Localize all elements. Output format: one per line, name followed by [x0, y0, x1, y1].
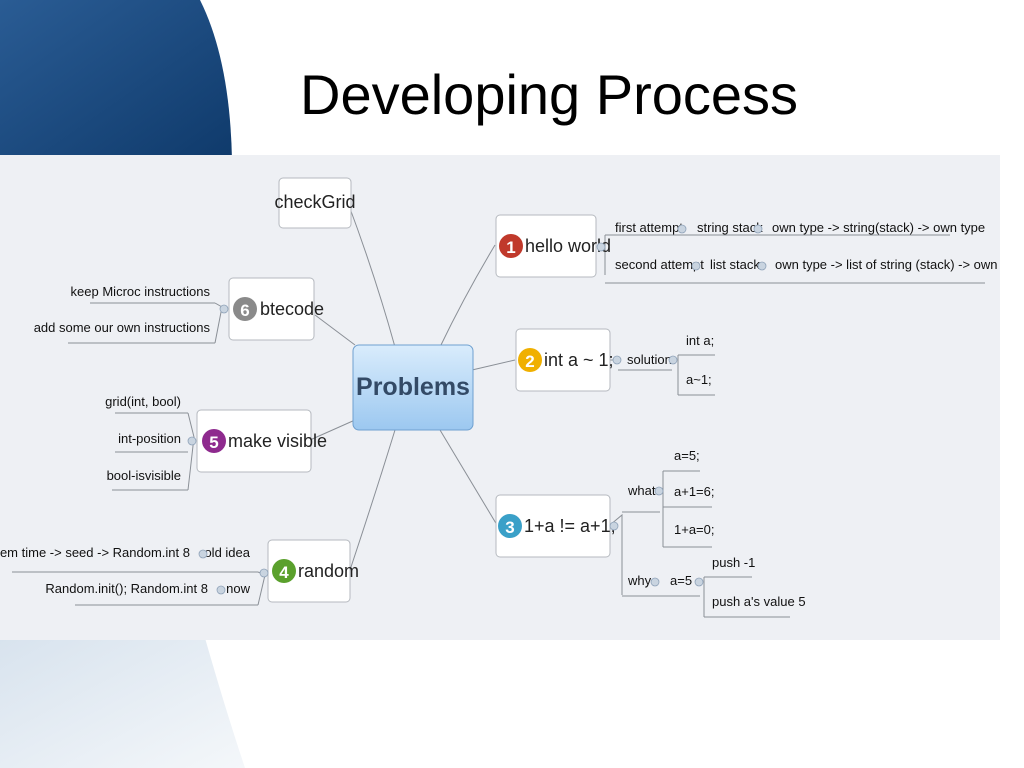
int-a-solution-item-1: int a; — [686, 333, 714, 348]
number-badge-6-label: 6 — [240, 301, 249, 320]
one-plus-a-why-item-2: push a's value 5 — [712, 594, 806, 609]
decorative-sky-shape — [0, 0, 232, 160]
int-a-solution-item-2: a~1; — [686, 372, 712, 387]
slide-title: Developing Process — [300, 63, 799, 126]
topic-btecode-label: btecode — [260, 299, 324, 319]
topic-btecode[interactable]: 6 btecode — [228, 277, 324, 341]
one-plus-a-what-item-3: 1+a=0; — [674, 522, 715, 537]
hello-branch-1-step-1: first attempt — [615, 220, 683, 235]
number-badge-4-label: 4 — [279, 563, 289, 582]
number-badge-2-label: 2 — [525, 352, 534, 371]
hello-branch-2-step-2: list stack — [710, 257, 760, 272]
hello-branch-2-step-3: own type -> list of string (stack) -> ow… — [775, 257, 1000, 272]
topic-random[interactable]: 4 random — [267, 539, 359, 603]
center-node[interactable]: Problems — [352, 344, 474, 431]
number-badge-3 — [498, 514, 522, 538]
number-badge-3-label: 3 — [505, 518, 514, 537]
topic-int-a-label: int a ~ 1; — [544, 350, 614, 370]
hello-branch-1-step-2: string stack — [697, 220, 763, 235]
collapse-markers — [187, 224, 767, 595]
number-badge-4 — [272, 559, 296, 583]
topic-checkgrid-label: checkGrid — [274, 192, 355, 212]
number-badge-1 — [499, 234, 523, 258]
topic-checkgrid[interactable]: checkGrid — [274, 177, 356, 229]
make-visible-child-2: int-position — [118, 431, 181, 446]
one-plus-a-what-item-1: a=5; — [674, 448, 700, 463]
center-node-label: Problems — [356, 373, 470, 401]
number-badge-5-label: 5 — [209, 433, 218, 452]
topic-one-plus-a-label: 1+a != a+1; — [524, 516, 616, 536]
mind-map: Problems checkGrid 6 btecode keep Microc… — [0, 155, 1000, 640]
number-badge-1-label: 1 — [506, 238, 515, 257]
branch-connectors — [12, 234, 985, 618]
make-visible-child-3: bool-isvisible — [107, 468, 181, 483]
make-visible-child-1: grid(int, bool) — [105, 394, 181, 409]
one-plus-a-what-item-2: a+1=6; — [674, 484, 715, 499]
topic-make-visible[interactable]: 5 make visible — [196, 409, 327, 473]
one-plus-a-why-label: why — [627, 573, 652, 588]
hello-branch-2-step-1: second attempt — [615, 257, 704, 272]
topic-random-label: random — [298, 561, 359, 581]
decorative-ice-shape — [0, 638, 245, 768]
number-badge-5 — [202, 429, 226, 453]
topic-int-a[interactable]: 2 int a ~ 1; — [515, 328, 614, 392]
btecode-child-1: keep Microc instructions — [71, 284, 211, 299]
topic-one-plus-a[interactable]: 3 1+a != a+1; — [495, 494, 616, 558]
one-plus-a-why-value: a=5 — [670, 573, 692, 588]
mind-map-canvas: Problems checkGrid 6 btecode keep Microc… — [0, 177, 1000, 618]
one-plus-a-what-label: what — [627, 483, 656, 498]
random-now-text: Random.init(); Random.int 8 — [45, 581, 208, 596]
center-connectors — [309, 202, 516, 571]
number-badge-2 — [518, 348, 542, 372]
random-now-tag: now — [226, 581, 250, 596]
topic-make-visible-label: make visible — [228, 431, 327, 451]
hello-branch-1-step-3: own type -> string(stack) -> own type — [772, 220, 985, 235]
btecode-child-2: add some our own instructions — [34, 320, 211, 335]
topic-hello-world[interactable]: 1 hello world — [495, 214, 611, 278]
random-old-text: system time -> seed -> Random.int 8 — [0, 545, 190, 560]
topic-hello-world-label: hello world — [525, 236, 611, 256]
one-plus-a-why-item-1: push -1 — [712, 555, 755, 570]
int-a-solution-label: solution — [627, 352, 672, 367]
number-badge-6 — [233, 297, 257, 321]
random-old-tag: old idea — [204, 545, 250, 560]
